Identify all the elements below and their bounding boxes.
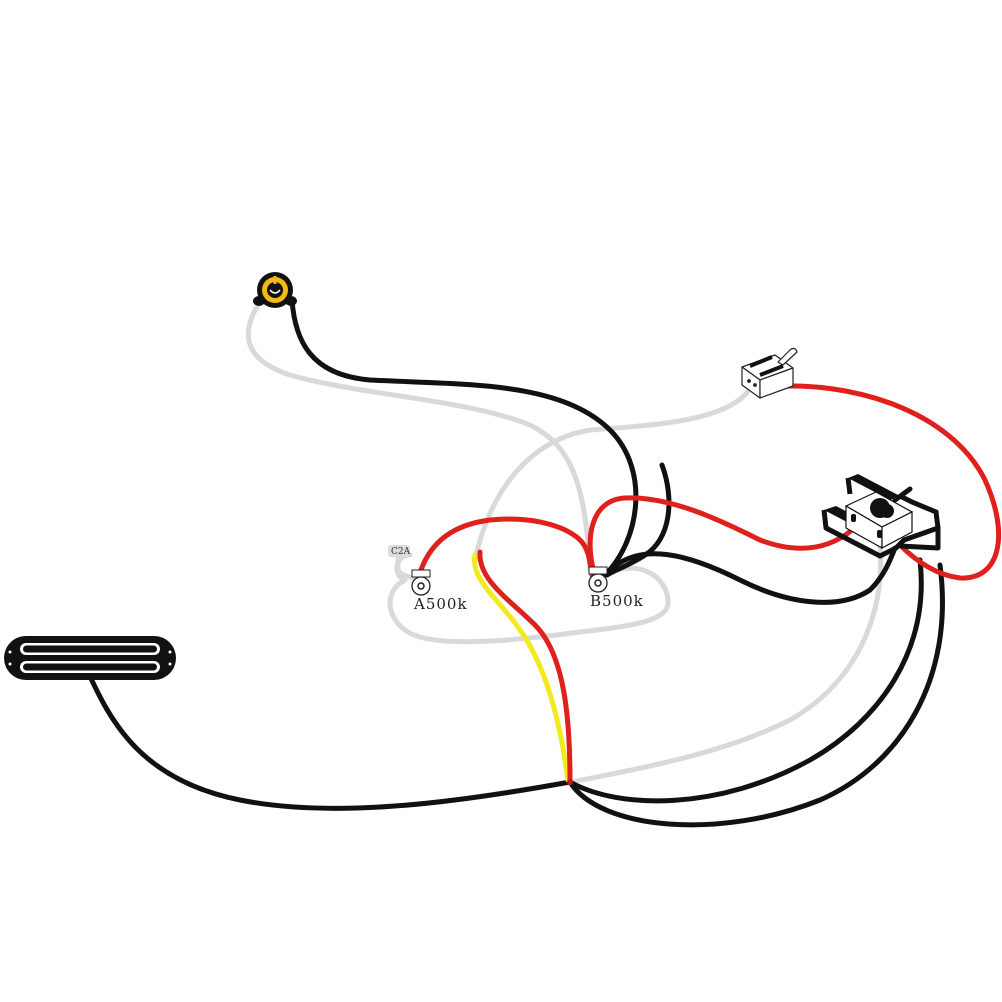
- tone-pot: B500k: [588, 566, 644, 610]
- black-wire-pot-selector: [605, 545, 898, 605]
- capacitor-label: C2A: [391, 547, 411, 557]
- white-wires: [245, 302, 884, 785]
- solder-junction: [567, 779, 573, 785]
- output-jack-icon: [253, 272, 297, 308]
- tone-capacitor: C2A: [388, 545, 411, 557]
- black-wires: [85, 297, 945, 828]
- white-wire-jack: [245, 302, 593, 573]
- red-wire-toggle-selector: [765, 383, 1002, 581]
- white-wire-selector-ground: [569, 542, 884, 785]
- 3-way-selector-switch-icon: [821, 474, 941, 559]
- red-wires: [418, 383, 1002, 785]
- yellow-wire: [472, 552, 571, 783]
- volume-pot: A500k: [411, 569, 468, 613]
- white-wire-toggle: [472, 382, 755, 563]
- white-wire-capacitor: [395, 549, 421, 581]
- black-wire-selector-arc-2: [567, 562, 945, 828]
- white-wire-pot-loop: [387, 552, 671, 645]
- yellow-wires: [472, 552, 571, 783]
- dual-rail-humbucker-pickup-icon: [4, 636, 176, 680]
- black-wire-selector-arc-1: [567, 557, 924, 804]
- red-wire-pot-selector: [587, 495, 855, 575]
- mini-toggle-switch-icon: [741, 347, 798, 399]
- volume-pot-label: A500k: [413, 595, 468, 613]
- red-wire-a500k-b500k: [418, 516, 595, 578]
- black-wire-jack: [289, 297, 639, 578]
- tone-pot-label: B500k: [590, 592, 644, 610]
- red-wire-junction: [477, 549, 573, 785]
- black-wire-pickup: [85, 669, 573, 811]
